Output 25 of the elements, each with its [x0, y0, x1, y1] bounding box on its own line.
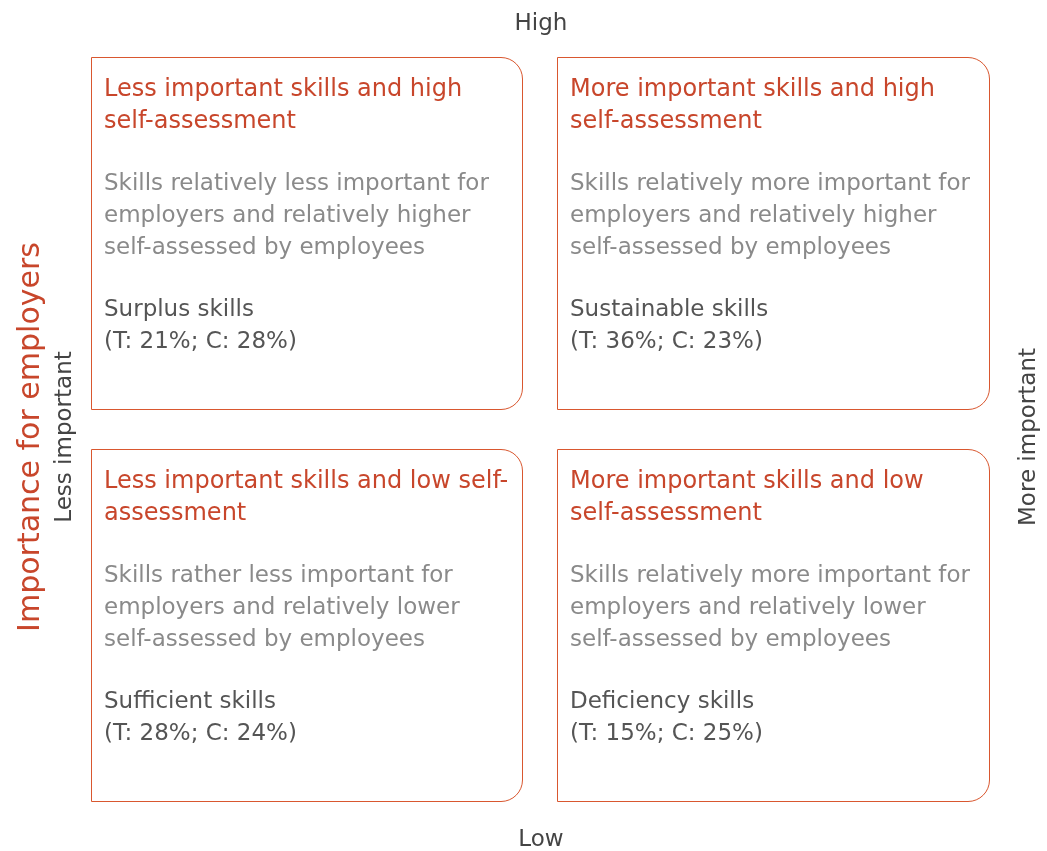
skill-category: Sustainable skills	[570, 294, 770, 323]
quadrant-heading: More important skills and low self-assessment	[570, 465, 925, 528]
skill-percentages: (T: 15%; C: 25%)	[570, 718, 764, 747]
axis-label: Low	[518, 825, 564, 851]
skill-percentages: (T: 28%; C: 24%)	[104, 718, 298, 747]
axis-label: High	[514, 9, 568, 35]
quadrant-description: Skills relatively more important for employers and relatively higher self-assessed by employees	[570, 168, 971, 261]
skill-category: Deficiency skills	[570, 686, 756, 715]
skill-category: Surplus skills	[104, 294, 255, 323]
quadrant-box	[91, 57, 523, 410]
quadrant-description: Skills relatively less important for employers and relatively higher self-assessed by employees	[104, 168, 490, 261]
axis-label: More important	[1014, 348, 1040, 526]
quadrant-description: Skills relatively more important for employers and relatively lower self-assessed by employees	[570, 560, 971, 653]
quadrant-description: Skills rather less important for employers and relatively lower self-assessed by employees	[104, 560, 461, 653]
quadrant-heading: Less important skills and high self-assessment	[104, 73, 464, 136]
skill-category: Sufficient skills	[104, 686, 277, 715]
quadrant-box	[91, 449, 523, 802]
quadrant-box	[557, 57, 990, 410]
quadrant-heading: More important skills and high self-assessment	[570, 73, 936, 136]
quadrant-heading: Less important skills and low self-assessment	[104, 465, 510, 528]
axis-title: Importance for employers	[10, 242, 46, 632]
skill-percentages: (T: 21%; C: 28%)	[104, 326, 298, 355]
skill-percentages: (T: 36%; C: 23%)	[570, 326, 764, 355]
quadrant-box	[557, 449, 990, 802]
axis-label: Less important	[50, 351, 76, 523]
